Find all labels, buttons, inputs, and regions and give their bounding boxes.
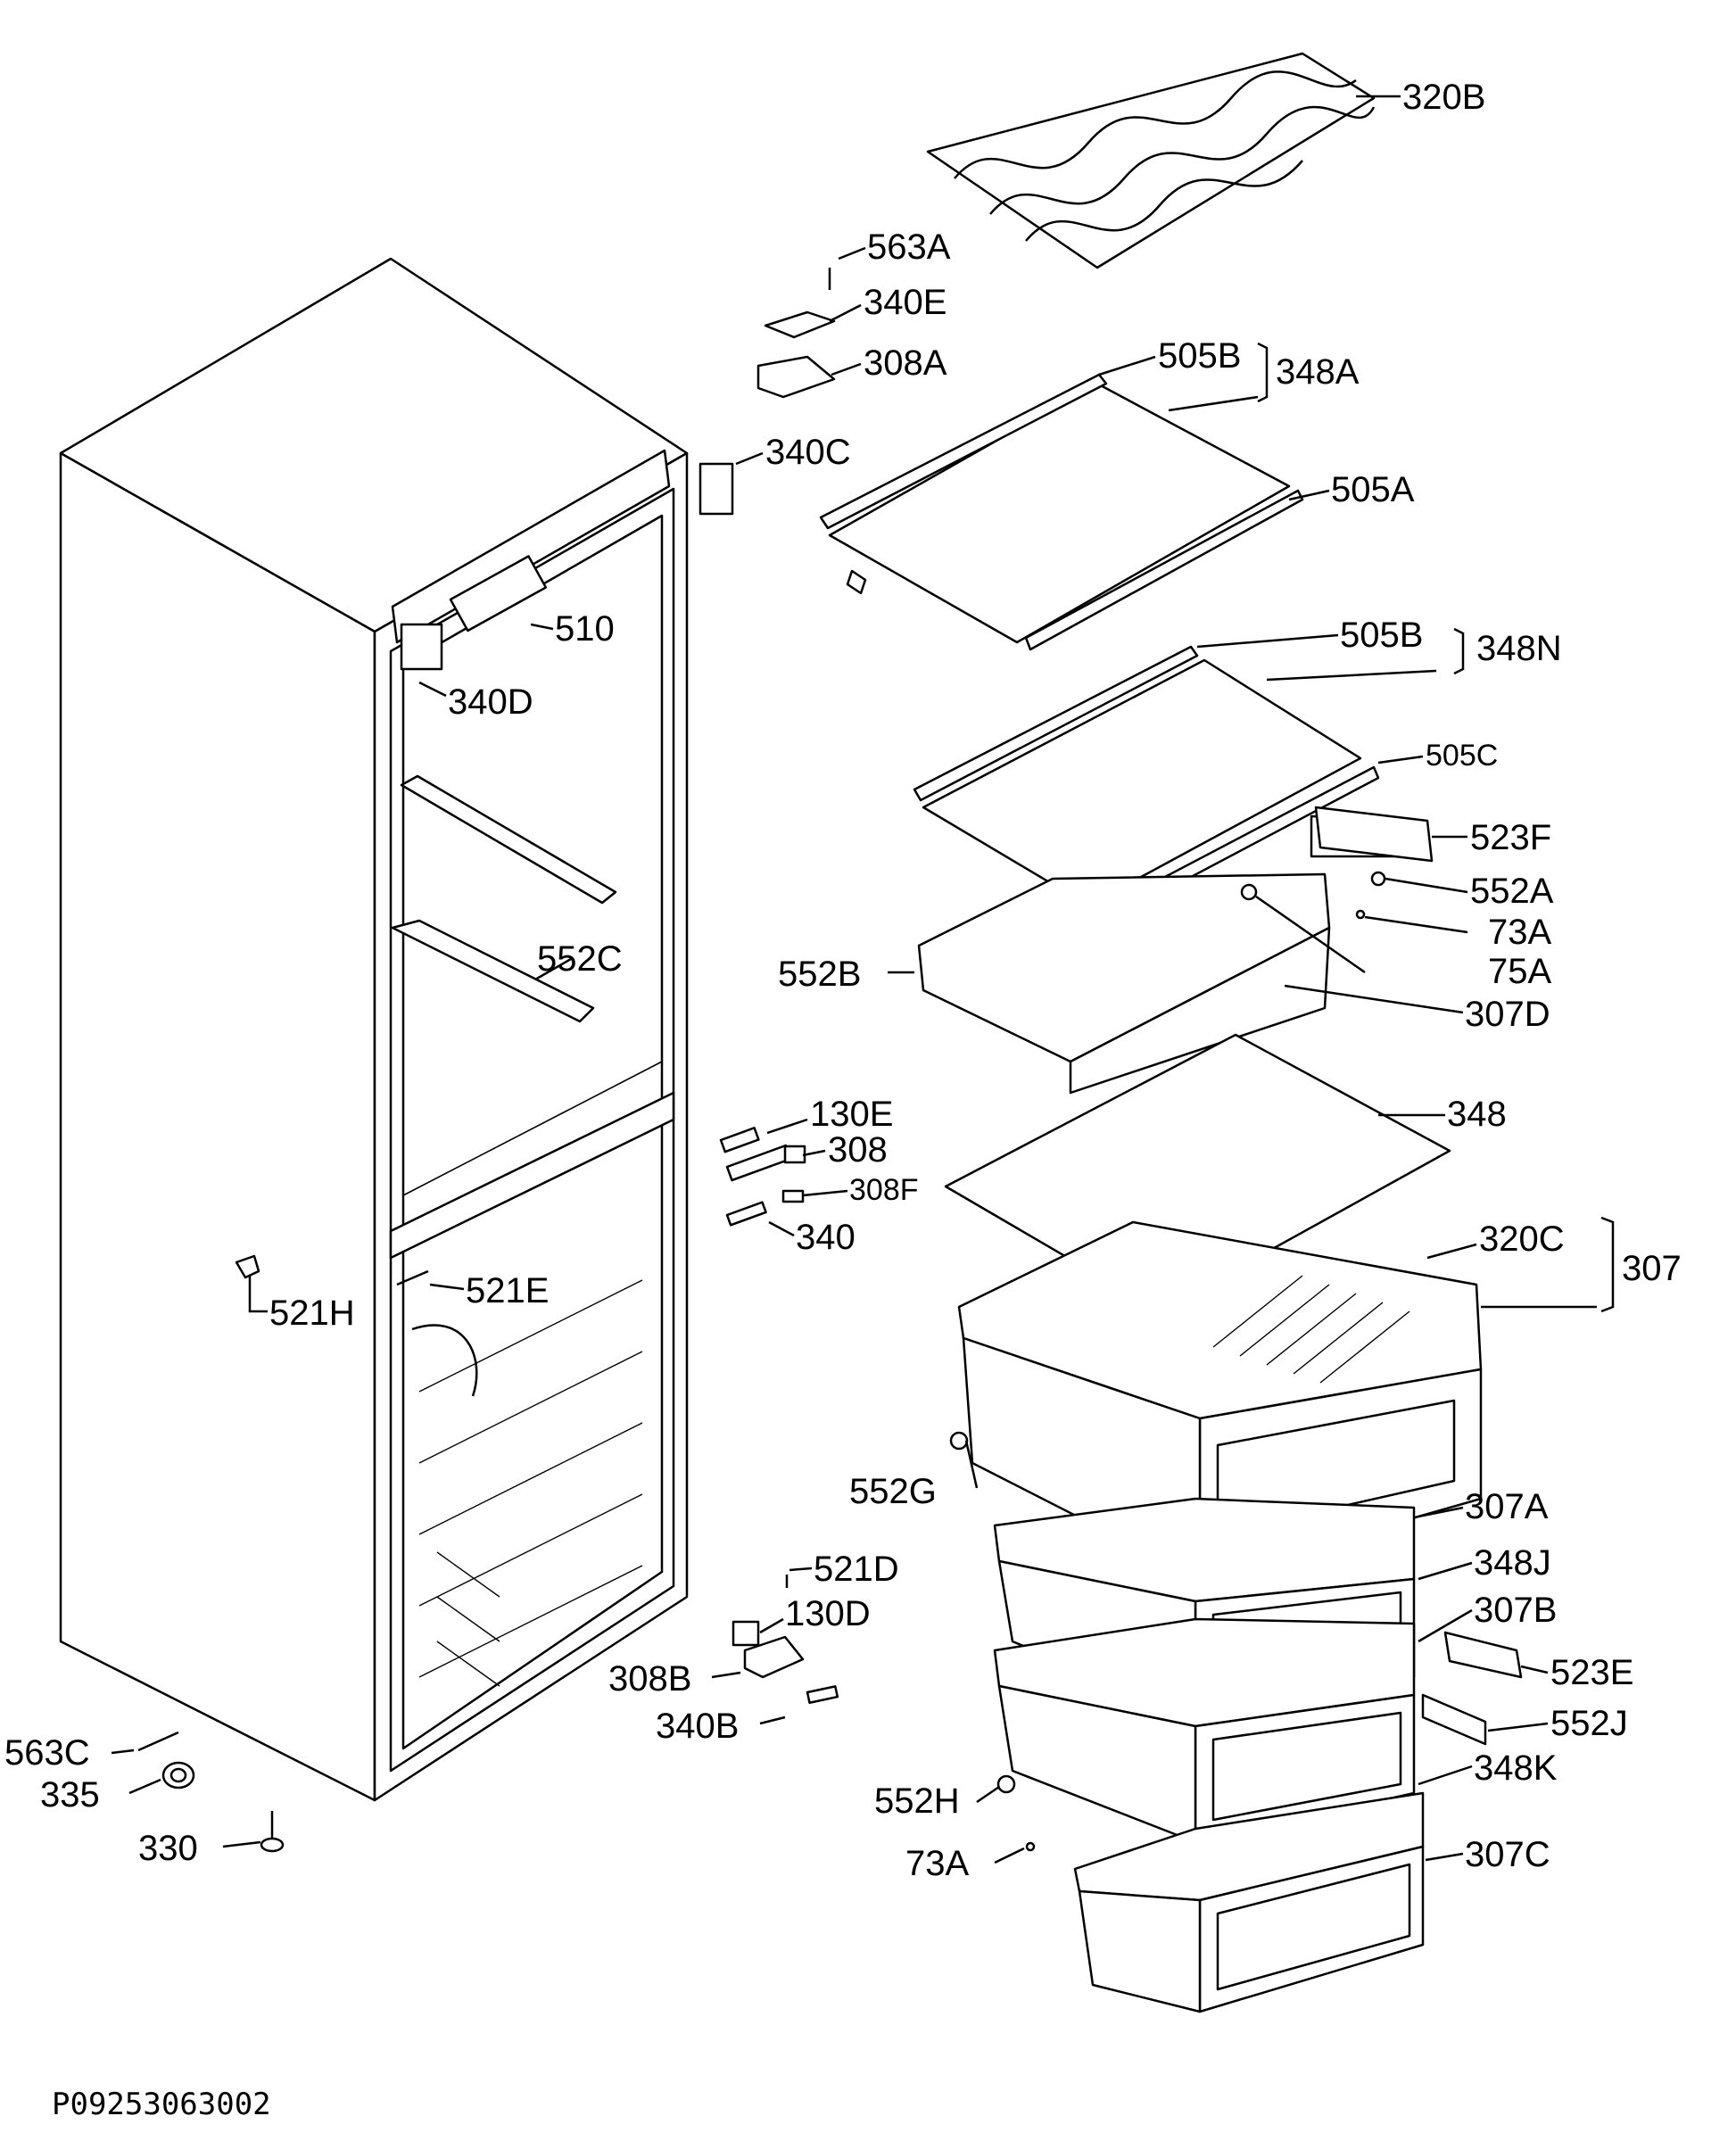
label-307c: 307C: [1465, 1835, 1550, 1874]
label-307b: 307B: [1474, 1591, 1557, 1630]
label-307a: 307A: [1465, 1487, 1549, 1526]
glass-shelf-348a: [819, 373, 1304, 651]
freezer-drawer-307b: [993, 1617, 1416, 1844]
label-130e: 130E: [810, 1095, 893, 1134]
part-labels: 320B 563A 340E 308A 505B 348A 340C 505A …: [4, 78, 1682, 1883]
fridge-cabinet: [59, 257, 734, 1802]
label-563c: 563C: [4, 1733, 90, 1773]
label-505a: 505A: [1331, 470, 1415, 509]
label-340d: 340D: [448, 682, 533, 722]
label-510: 510: [555, 609, 615, 649]
label-73a-top: 73A: [1488, 913, 1551, 952]
wine-rack: [926, 52, 1376, 269]
label-73a-bottom: 73A: [905, 1844, 969, 1883]
label-130d: 130D: [785, 1594, 871, 1633]
label-340: 340: [796, 1218, 856, 1257]
label-308f: 308F: [849, 1173, 919, 1207]
label-521d: 521D: [814, 1550, 899, 1589]
label-505c: 505C: [1426, 739, 1498, 773]
label-340c: 340C: [765, 433, 851, 472]
label-552j: 552J: [1550, 1704, 1628, 1743]
label-308a: 308A: [864, 343, 947, 383]
label-307: 307: [1622, 1249, 1682, 1288]
label-523f: 523F: [1470, 818, 1551, 857]
label-308b: 308B: [608, 1659, 691, 1699]
label-320c: 320C: [1479, 1219, 1565, 1259]
label-552c: 552C: [537, 939, 623, 979]
label-320b: 320B: [1402, 78, 1485, 117]
drawing-code: P09253063002: [52, 2087, 271, 2122]
label-552h: 552H: [874, 1781, 960, 1821]
label-307d: 307D: [1465, 995, 1550, 1034]
label-552b: 552B: [778, 955, 861, 994]
label-552a: 552A: [1470, 872, 1554, 911]
label-75a: 75A: [1488, 952, 1551, 991]
label-348a: 348A: [1276, 352, 1360, 392]
label-348k: 348K: [1474, 1748, 1558, 1788]
label-340e: 340E: [864, 283, 947, 322]
label-521e: 521E: [466, 1271, 549, 1310]
label-521h: 521H: [269, 1294, 355, 1333]
label-348: 348: [1447, 1095, 1507, 1134]
label-340b: 340B: [656, 1707, 739, 1746]
label-505b-mid: 505B: [1340, 616, 1423, 655]
label-563a: 563A: [867, 227, 951, 267]
label-308: 308: [828, 1130, 888, 1170]
label-552g: 552G: [849, 1472, 937, 1511]
label-523e: 523E: [1550, 1653, 1633, 1692]
label-348j: 348J: [1474, 1543, 1551, 1583]
label-335: 335: [40, 1775, 100, 1814]
leader-lines: [111, 95, 1615, 1864]
freezer-drawer-307c: [1073, 1791, 1425, 2013]
label-348n: 348N: [1476, 629, 1562, 668]
small-parts: [137, 268, 1523, 1853]
label-505b-top: 505B: [1158, 336, 1241, 376]
label-330: 330: [138, 1829, 198, 1868]
